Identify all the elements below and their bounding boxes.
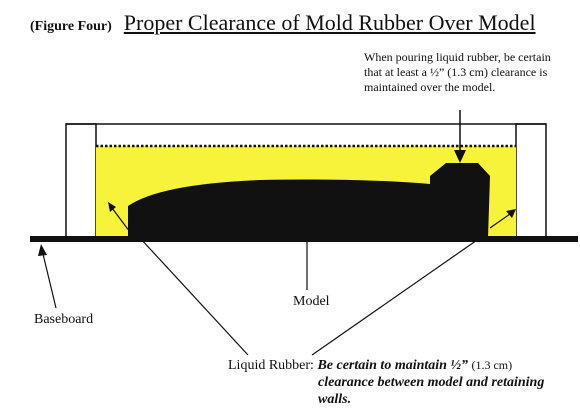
left-clearance-arrowhead (108, 202, 116, 212)
figure-title: Proper Clearance of Mold Rubber Over Mod… (123, 10, 536, 35)
right-clearance-arrow (489, 213, 511, 229)
right-clearance-arrowhead (506, 209, 516, 218)
baseboard-label: Baseboard (34, 312, 94, 327)
clearance-note: When pouring liquid rubber, be certain t… (364, 50, 551, 94)
rubber-leader-left (139, 237, 249, 356)
liquid-rubber-instruction-cont: clearance between model and retaining wa… (318, 375, 545, 407)
left-clearance-arrow (111, 207, 131, 233)
baseboard-pointer-arrowhead (38, 244, 47, 256)
right-retaining-wall (515, 123, 547, 239)
liquid-rubber-metric: (1.3 cm) (471, 358, 513, 372)
note-pointer-arrowhead (454, 150, 466, 163)
model-label: Model (293, 294, 330, 309)
liquid-rubber-caption: Liquid Rubber: Be certain to maintain ½”… (228, 357, 568, 408)
left-retaining-wall (65, 123, 97, 239)
rubber-leader-right (311, 237, 481, 356)
baseboard (30, 236, 578, 242)
model-shape (128, 163, 490, 238)
baseboard-pointer-line (42, 253, 57, 309)
figure-label: (Figure Four) (30, 19, 112, 34)
figure-header: (Figure Four) Proper Clearance of Mold R… (30, 10, 536, 36)
liquid-rubber-label: Liquid Rubber: (228, 358, 314, 373)
liquid-rubber-instruction: Be certain to maintain ½” (317, 358, 468, 373)
